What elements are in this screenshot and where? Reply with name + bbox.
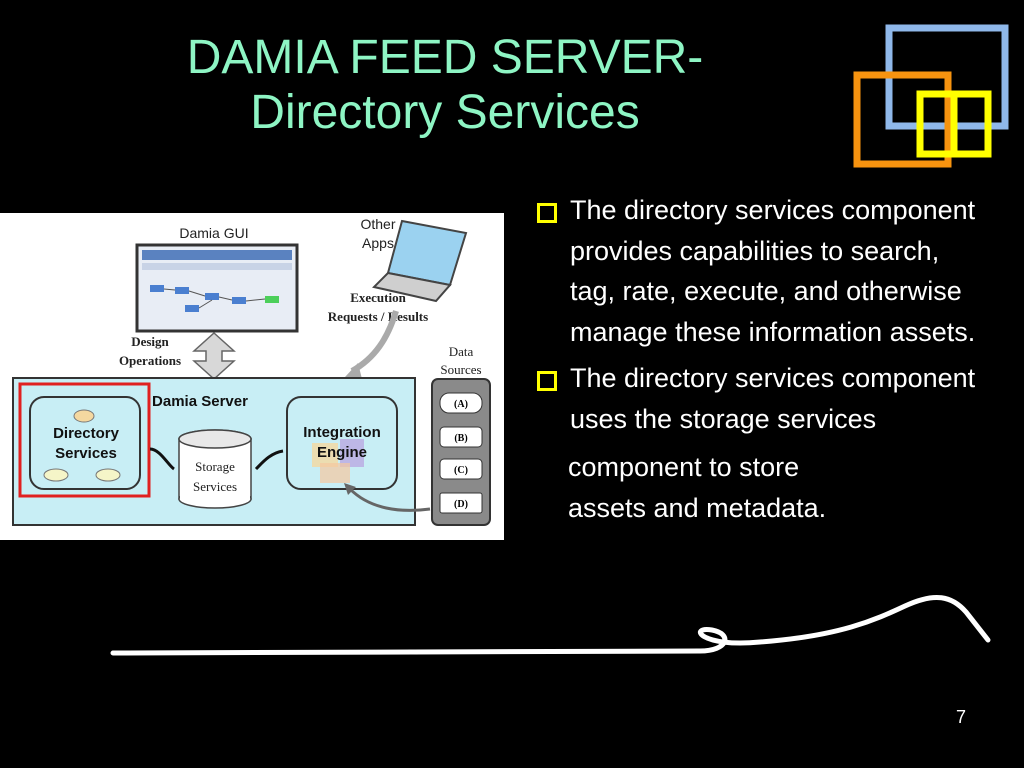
architecture-diagram: Damia GUI Other Apps Execution Requests …: [0, 213, 504, 540]
directory-label-2: Services: [55, 445, 117, 462]
execution-label-2: Requests / Results: [328, 309, 428, 324]
bullet-square-icon: [537, 203, 557, 223]
gui-node-green: [265, 296, 279, 303]
data-sources-panel: [431, 378, 491, 526]
title-line-1: DAMIA FEED SERVER-: [186, 31, 704, 84]
server-label: Damia Server: [152, 393, 248, 410]
source-b: [439, 426, 483, 448]
data-sources-label-2: Sources: [440, 362, 481, 377]
gui-menubar: [142, 263, 292, 270]
storage-label-2: Services: [193, 479, 237, 494]
source-d: [439, 492, 483, 514]
svg-text:(C): (C): [454, 465, 468, 476]
integration-label-2: Engine: [317, 444, 367, 461]
gui-node: [150, 285, 164, 292]
storage-engine-arrow: [254, 449, 284, 471]
gui-node: [185, 305, 199, 312]
execution-label-1: Execution: [350, 290, 406, 305]
gui-toolbar: [142, 250, 292, 260]
gui-node: [232, 297, 246, 304]
design-double-arrow: [192, 331, 236, 381]
deco-orange-square: [853, 71, 952, 168]
directory-label-1: Directory: [53, 425, 120, 442]
storage-label-1: Storage: [195, 459, 235, 474]
svg-text:(B): (B): [454, 433, 467, 444]
source-a: [439, 392, 483, 414]
slide-title: DAMIA FEED SERVER- Directory Services: [100, 30, 790, 140]
slide-number: 7: [955, 707, 966, 727]
sources-return-arrow: [348, 487, 431, 512]
laptop-icon: [372, 219, 468, 303]
svg-text:(D): (D): [454, 499, 468, 510]
bullet-item: The directory services component provide…: [534, 190, 984, 352]
gui-node: [205, 293, 219, 300]
design-label-2: Operations: [119, 353, 181, 368]
storage-cylinder: [178, 429, 252, 509]
directory-highlight-box: [18, 382, 151, 498]
bullet-list: The directory services component provide…: [534, 190, 984, 528]
design-label-1: Design: [131, 334, 169, 349]
other-apps-label-2: Apps: [362, 235, 394, 251]
svg-text:(A): (A): [454, 399, 468, 410]
title-line-2: Directory Services: [250, 86, 640, 139]
bullet-text: The directory services component provide…: [570, 195, 976, 347]
dir-storage-arrow: [149, 447, 175, 471]
decorative-scribble-line: [110, 594, 991, 656]
diagram-svg: Damia GUI Other Apps Execution Requests …: [12, 216, 491, 526]
bullet-continuation: component to store assets and metadata.: [568, 452, 827, 523]
integration-label-1: Integration: [303, 424, 381, 441]
other-apps-label-1: Other: [360, 216, 395, 232]
source-c: [439, 458, 483, 480]
bullet-square-icon: [537, 371, 557, 391]
bullet-item: The directory services component uses th…: [534, 358, 984, 439]
gui-label: Damia GUI: [179, 225, 248, 241]
bullet-text: The directory services component uses th…: [570, 363, 976, 434]
gui-node: [175, 287, 189, 294]
directory-services-box: [29, 396, 141, 490]
deco-yellow-square-right: [950, 90, 992, 158]
data-sources-label-1: Data: [449, 344, 474, 359]
